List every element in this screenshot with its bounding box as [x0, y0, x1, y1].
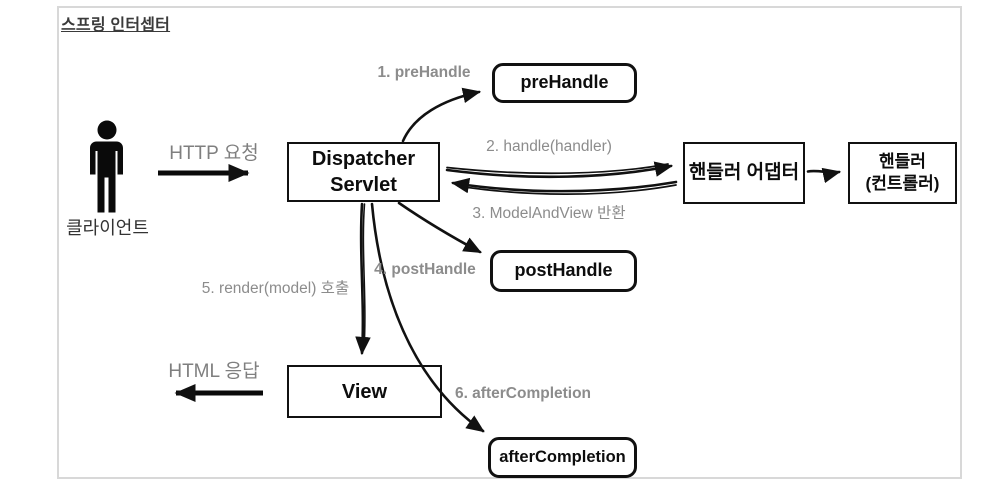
- edge-label-step6: 6. afterCompletion: [454, 385, 592, 402]
- edge-label-step3: 3. ModelAndView 반환: [472, 205, 626, 222]
- edge-label-step2: 2. handle(handler): [486, 138, 612, 155]
- edge-label-step4: 4. postHandle: [374, 261, 476, 278]
- node-prehandle-label: preHandle: [520, 72, 609, 93]
- node-view-label: View: [341, 380, 388, 403]
- node-aftercompletion-label: afterCompletion: [499, 447, 626, 466]
- node-handler-adapter: 핸들러 어댑터: [683, 142, 805, 204]
- node-posthandle-label: postHandle: [514, 260, 613, 281]
- diagram-title: 스프링 인터셉터: [61, 17, 171, 34]
- client-label: 클라이언트: [66, 218, 149, 238]
- node-prehandle: preHandle: [492, 63, 637, 103]
- node-dispatcher-servlet-label: Dispatcher Servlet: [311, 148, 416, 196]
- node-handler-adapter-label: 핸들러 어댑터: [688, 161, 800, 183]
- node-posthandle: postHandle: [490, 250, 637, 292]
- node-view: View: [287, 365, 442, 418]
- edge-label-html-response: HTML 응답: [168, 361, 260, 382]
- edge-label-step5: 5. render(model) 호출: [201, 280, 350, 297]
- node-dispatcher-servlet: Dispatcher Servlet: [287, 142, 440, 202]
- edge-label-step1: 1. preHandle: [377, 64, 471, 81]
- node-handler-controller: 핸들러 (컨트롤러): [848, 142, 957, 204]
- node-handler-controller-label: 핸들러 (컨트롤러): [865, 151, 940, 193]
- node-aftercompletion: afterCompletion: [488, 437, 637, 478]
- edge-label-http-request: HTTP 요청: [169, 143, 259, 164]
